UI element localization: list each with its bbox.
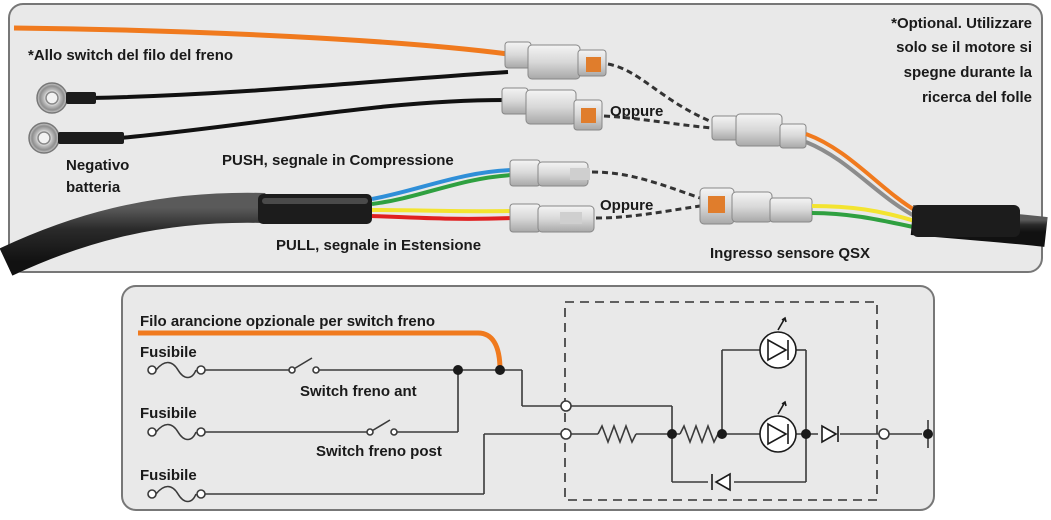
fuse-symbol-1 <box>147 361 206 379</box>
connector-battery-negative <box>501 87 603 131</box>
label-push: PUSH, segnale in Compressione <box>222 152 454 169</box>
junction-dots <box>453 365 933 439</box>
diode-output <box>821 424 839 444</box>
orange-optional-wire <box>138 330 503 371</box>
fuse-symbol-2 <box>147 423 206 441</box>
wire-grey-right <box>805 140 919 220</box>
diode-bottom <box>711 472 731 492</box>
wire-green-right <box>811 211 919 230</box>
wire-blue <box>371 168 513 201</box>
wire-green-left <box>371 173 513 206</box>
label-optional-note-3: spegne durante la <box>904 64 1033 81</box>
switch-front-contacts <box>288 366 320 374</box>
wire-orange-right <box>805 132 920 214</box>
dashed-oppure-lower <box>591 170 701 220</box>
label-optional-note-2: solo se il motore si <box>896 39 1032 56</box>
label-sensor-input: Ingresso sensore QSX <box>710 245 870 262</box>
label-rear-brake-switch: Switch freno post <box>316 443 442 460</box>
dashed-oppure-upper <box>603 62 713 130</box>
wire-black-2 <box>119 98 506 140</box>
label-optional-note-1: *Optional. Utilizzare <box>891 15 1032 32</box>
label-oppure-upper: Oppure <box>610 103 663 120</box>
heat-shrink-right <box>912 205 1020 237</box>
label-pull: PULL, segnale in Estensione <box>276 237 481 254</box>
wire-red <box>371 214 513 221</box>
label-oppure-lower: Oppure <box>600 197 653 214</box>
label-fuse-2: Fusibile <box>140 405 197 422</box>
led-upper <box>759 316 797 369</box>
led-lower <box>759 400 797 453</box>
label-fuse-3: Fusibile <box>140 467 197 484</box>
label-brake-switch: *Allo switch del filo del freno <box>28 47 233 64</box>
label-fuse-1: Fusibile <box>140 344 197 361</box>
connector-sensor-upper <box>711 113 807 149</box>
switch-rear-contacts <box>366 428 398 436</box>
connector-brake-switch <box>504 41 607 80</box>
wire-black-1 <box>89 70 509 100</box>
wire-yellow-right <box>811 204 919 224</box>
label-optional-note-4: ricerca del folle <box>922 89 1032 106</box>
open-terminals <box>560 400 890 440</box>
wire-orange-top <box>13 25 509 57</box>
wire-yellow-left <box>371 208 513 214</box>
schematic-lines <box>205 349 929 495</box>
label-battery-negative-2: batteria <box>66 179 121 196</box>
connector-qsx-input <box>699 187 813 225</box>
fuse-symbol-3 <box>147 485 206 503</box>
label-battery-negative-1: Negativo <box>66 157 129 174</box>
main-cable-left <box>0 192 266 276</box>
bottom-panel <box>121 285 935 511</box>
ring-terminal-1 <box>36 82 96 114</box>
ring-terminal-2 <box>28 122 124 154</box>
connector-pull <box>509 203 595 233</box>
label-orange-wire: Filo arancione opzionale per switch fren… <box>140 313 435 330</box>
connector-push <box>509 159 590 187</box>
label-front-brake-switch: Switch freno ant <box>300 383 417 400</box>
